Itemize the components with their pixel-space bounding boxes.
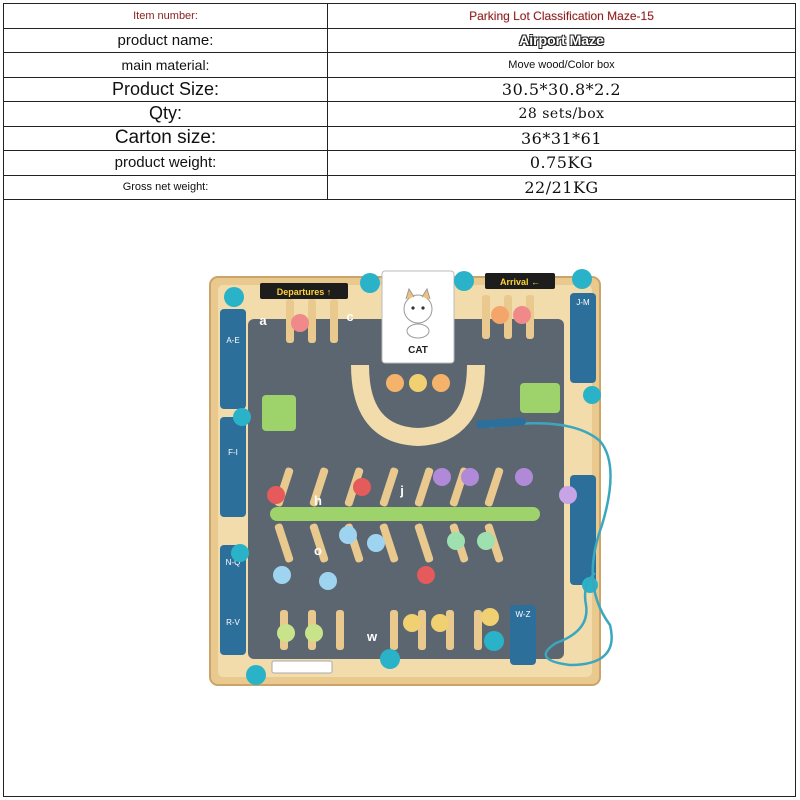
table-row: product weight: 0.75KG <box>4 150 795 176</box>
qty-label: Qty: <box>4 101 328 127</box>
svg-text:Arrival ←: Arrival ← <box>500 277 540 287</box>
fence <box>271 660 333 674</box>
zone-label: R-V <box>226 618 240 627</box>
table-row: Qty: 28 sets/box <box>4 101 795 127</box>
product-weight-label: product weight: <box>4 150 328 176</box>
product-size-value: 30.5*30.8*2.2 <box>327 76 795 102</box>
svg-text:w: w <box>366 629 378 644</box>
zone-label: W-Z <box>516 610 531 619</box>
product-name-label: product name: <box>4 27 328 53</box>
svg-text:a: a <box>259 313 267 328</box>
grass-patch <box>520 383 560 413</box>
product-photo: A-E F-I J-M N-Q R-V W-Z Departures ↑ Arr… <box>209 269 613 686</box>
card-word: CAT <box>408 345 428 356</box>
grass-patch <box>262 395 296 431</box>
item-number-label: Item number: <box>4 4 328 29</box>
magnet-string <box>489 422 613 667</box>
svg-text:c: c <box>346 309 353 324</box>
product-spec-sheet: Item number: Parking Lot Classification … <box>3 3 796 797</box>
main-material-label: main material: <box>4 52 328 78</box>
svg-text:Departures ↑: Departures ↑ <box>277 287 332 297</box>
gross-net-weight-label: Gross net weight: <box>4 174 328 200</box>
table-row: Gross net weight: 22/21KG <box>4 174 795 200</box>
table-row: Product Size: 30.5*30.8*2.2 <box>4 76 795 102</box>
svg-text:h: h <box>314 493 322 508</box>
gross-net-weight-value: 22/21KG <box>327 174 795 200</box>
arrival-sign: Arrival ← <box>485 273 555 289</box>
item-number-value: Parking Lot Classification Maze-15 <box>327 4 795 29</box>
table-row: main material: Move wood/Color box <box>4 52 795 78</box>
product-weight-value: 0.75KG <box>327 150 795 176</box>
qty-value: 28 sets/box <box>327 101 795 127</box>
zone-label: J-M <box>576 298 590 307</box>
zone-label: N-Q <box>226 558 241 567</box>
table-row: product name: Airport Maze <box>4 27 795 53</box>
zone-panels: A-E F-I J-M N-Q R-V W-Z <box>220 293 596 665</box>
letter-planes <box>267 306 577 642</box>
table-row: Carton size: 36*31*61 <box>4 125 795 151</box>
departures-sign: Departures ↑ <box>260 283 348 299</box>
svg-text:o: o <box>314 543 322 558</box>
product-size-label: Product Size: <box>4 76 328 102</box>
svg-text:j: j <box>399 483 404 498</box>
product-name-value: Airport Maze <box>327 27 795 53</box>
carton-size-label: Carton size: <box>4 125 328 151</box>
zone-label: A-E <box>226 336 239 345</box>
green-lane <box>270 507 540 521</box>
main-material-value: Move wood/Color box <box>327 52 795 78</box>
maze-board <box>209 276 601 686</box>
table-row: Item number: Parking Lot Classification … <box>4 4 795 29</box>
board-letters: a c h j o w <box>259 309 403 644</box>
zone-label: F-I <box>228 448 238 457</box>
teal-pegs <box>224 269 601 685</box>
word-card: CAT <box>381 270 455 364</box>
spec-table: Item number: Parking Lot Classification … <box>4 4 795 200</box>
roundabout <box>351 364 485 447</box>
magnet-wand <box>476 417 526 429</box>
carton-size-value: 36*31*61 <box>327 125 795 151</box>
